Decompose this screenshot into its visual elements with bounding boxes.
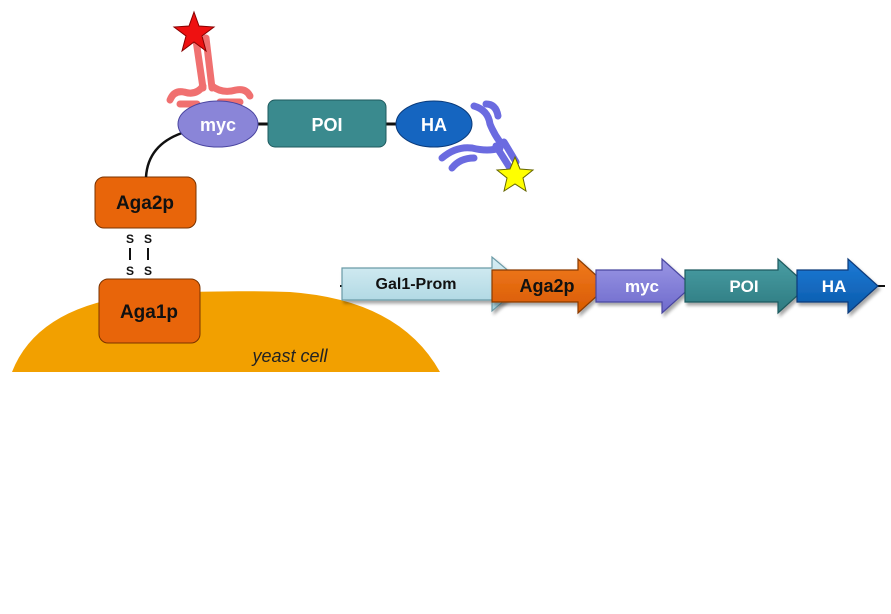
aga1p-label: Aga1p bbox=[120, 302, 178, 323]
myc-tag: myc bbox=[177, 100, 259, 148]
construct-poi-label: POI bbox=[729, 277, 758, 296]
antibody-icon bbox=[470, 102, 504, 146]
construct-segment-myc: myc bbox=[595, 257, 693, 315]
aga2p-myc-linker bbox=[144, 131, 183, 178]
construct-segment-aga2p: Aga2p bbox=[491, 257, 609, 315]
aga2p-protein: Aga2p bbox=[94, 176, 197, 229]
construct-myc-label: myc bbox=[625, 277, 659, 296]
construct-segment-poi: POI bbox=[684, 257, 809, 315]
construct-segment-ha: HA bbox=[796, 257, 879, 315]
myc-label: myc bbox=[200, 115, 236, 135]
aga1p-protein: Aga1p bbox=[98, 278, 201, 344]
poi-box bbox=[267, 99, 387, 148]
disulfide-s-left-bottom: S bbox=[126, 264, 134, 278]
disulfide-s-right-top: S bbox=[144, 232, 152, 246]
star-icon-yellow bbox=[495, 155, 535, 193]
arrow-aga2p bbox=[491, 257, 609, 315]
anti-myc-antibody bbox=[166, 34, 254, 108]
poi-domain: POI bbox=[267, 99, 387, 148]
anti-ha-antibody bbox=[438, 100, 520, 172]
ha-label: HA bbox=[421, 115, 447, 135]
arrow-ha bbox=[796, 257, 879, 315]
arrow-poi bbox=[684, 257, 809, 315]
poi-label: POI bbox=[311, 115, 342, 135]
ha-tag: HA bbox=[395, 100, 473, 148]
yeast-cell-body bbox=[12, 291, 440, 372]
construct-ha-label: HA bbox=[822, 277, 847, 296]
yeast-cell: yeast cell bbox=[12, 291, 440, 372]
myc-ellipse bbox=[177, 100, 259, 148]
aga2p-label: Aga2p bbox=[116, 193, 174, 214]
star-icon-red bbox=[172, 10, 216, 53]
disulfide-s-left-top: S bbox=[126, 232, 134, 246]
disulfide-bonds: S S S S bbox=[126, 232, 152, 278]
construct-aga2p-label: Aga2p bbox=[519, 276, 574, 296]
arrow-myc bbox=[595, 257, 693, 315]
gal1-prom-label: Gal1-Prom bbox=[376, 276, 457, 293]
aga1p-box bbox=[98, 278, 201, 344]
aga2p-box bbox=[94, 176, 197, 229]
gene-construct: Gal1-Prom Aga2p myc POI HA bbox=[340, 255, 885, 315]
yeast-cell-label: yeast cell bbox=[250, 346, 328, 366]
disulfide-s-right-bottom: S bbox=[144, 264, 152, 278]
ha-ellipse bbox=[395, 100, 473, 148]
antibody-icon bbox=[192, 34, 216, 92]
